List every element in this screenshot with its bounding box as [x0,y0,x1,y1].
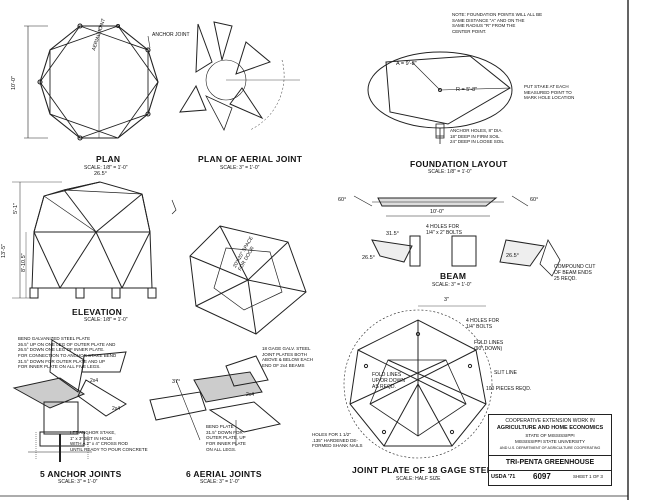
foundation-scale: SCALE: 1/8" = 1'-0" [428,169,472,175]
beam-angle-a: 60° [338,197,347,203]
beam-angle-d: 26.5° [506,253,519,259]
title-block-line1: COOPERATIVE EXTENSION WORK IN [505,418,595,424]
joint-plate-title: JOINT PLATE OF 18 GAGE STEEL [352,465,499,475]
elevation-total-dim: 13'-5" [1,243,7,258]
title-block-line5: AND U.S. DEPARTMENT OF AGRICULTURE COOPE… [499,446,601,450]
joint-plate-dim: 3" [444,297,450,303]
beam-title: BEAM [440,271,467,281]
joint-plate-holes: 4 HOLES FOR 1/4" BOLTS [466,318,500,330]
beam-view [353,195,561,277]
foundation-title: FOUNDATION LAYOUT [410,159,508,169]
anchor-joints-scale: SCALE: 3" = 1'-0" [58,479,98,485]
aerial-joints-title: 6 AERIAL JOINTS [186,469,262,479]
elevation-scale: SCALE: 1/8" = 1'-0" [84,317,128,323]
anchor-bend-note: BEND GALVANIZED STEEL PLATE 26.5° UP ON … [18,336,117,370]
compound-cut-note: COMPOUND CUT OF BEAM ENDS 25 REQD. [554,264,596,282]
aerial-2x4-label: 2x4 [246,392,255,398]
usda-code: USDA '71 [491,474,516,480]
anchor-joint-label: ANCHOR JOINT [152,32,190,38]
beam-length-dim: 10'-0" [430,209,445,215]
elevation-angle: 26.5° [94,171,107,177]
joint-plate-fold2: FOLD LINES UP OR DOWN AS REQD. [372,372,405,390]
sheet-number: SHEET 1 OF 3 [573,474,603,479]
anchor-joints-title: 5 ANCHOR JOINTS [40,469,122,479]
aerial-joint-plan [179,21,300,131]
elevation-top-dim: 5'-1" [13,203,19,214]
aerial-angle: 37° [172,379,181,385]
beam-angle-b: 60° [530,197,539,203]
aerial-joint-plan-title: PLAN OF AERIAL JOINT [198,154,303,164]
aerial-joints-view [149,355,282,446]
anchor-holes-note: ANCHOR HOLES, 8" DIA. 18" DEEP IN FIRM S… [450,128,505,145]
aerial-joint-plan-scale: SCALE: 3" = 1'-0" [220,165,260,171]
anchor-joints-view [12,339,127,462]
beam-bolt-note: 4 HOLES FOR 1/4" x 2" BOLTS [426,224,462,236]
stake-note: PUT STAKE AT EACH MEASURED POINT TO MARK… [524,84,575,101]
joint-plate-slit: SLIT LINE [494,370,517,376]
title-block-line3: STATE OF MISSISSIPPI [525,433,575,438]
plan-number: 6097 [533,472,551,481]
foundation-dim-a: A = 9'-8" [396,61,417,67]
aerial-plate-note: 18 GAGE GALV. STEEL JOINT PLATES BOTH AB… [262,346,314,368]
aerial-joints-scale: SCALE: 3" = 1'-0" [200,479,240,485]
beam-scale: SCALE: 3" = 1'-0" [432,282,472,288]
joint-plate-nails: HOLES FOR 1 1/2" .135" HARDENED DE- FORM… [312,432,363,449]
elevation-title: ELEVATION [72,307,123,317]
joint-plate-fold: FOLD LINES (90° DOWN) [474,340,504,352]
joint-plate-pieces: 100 PIECES REQD. [486,386,532,392]
anchor-2x4-label-b: 2x4 [112,406,121,412]
elevation-wall-dim: 8'-10.5" [21,253,27,272]
plan-height-dim: 10'-0" [11,75,17,90]
project-title: TRI-PENTA GREENHOUSE [505,459,595,466]
aerial-bend-note: BEND PLATE 31.5° DOWN FOR OUTER PLATE, U… [206,424,246,452]
plan-view [24,23,159,141]
beam-angle-c: 26.5° [362,255,375,261]
plan-title: PLAN [96,154,121,164]
joint-plate-view [343,305,493,459]
title-block-line4: MISSISSIPPI STATE UNIVERSITY [514,439,586,444]
foundation-dim-r: R = 5'-8" [456,87,478,93]
door-view [189,225,307,335]
title-block: COOPERATIVE EXTENSION WORK IN AGRICULTUR… [488,414,612,486]
elevation-view [12,181,177,299]
title-block-line2: AGRICULTURE AND HOME ECONOMICS [496,425,604,431]
anchor-stake-note: LET ANCHOR STAKE, 1" x 3" SET IN HOLE WI… [70,430,148,452]
anchor-2x4-label: 2x4 [90,378,99,384]
joint-plate-scale: SCALE: HALF SIZE [396,476,441,482]
beam-angle-e: 31.5° [386,231,399,237]
foundation-note: NOTE: FOUNDATION POINTS WILL ALL BE SAME… [452,12,543,34]
foundation-layout [367,51,513,144]
plan-scale: SCALE: 1/8" = 1'-0" [84,165,128,171]
